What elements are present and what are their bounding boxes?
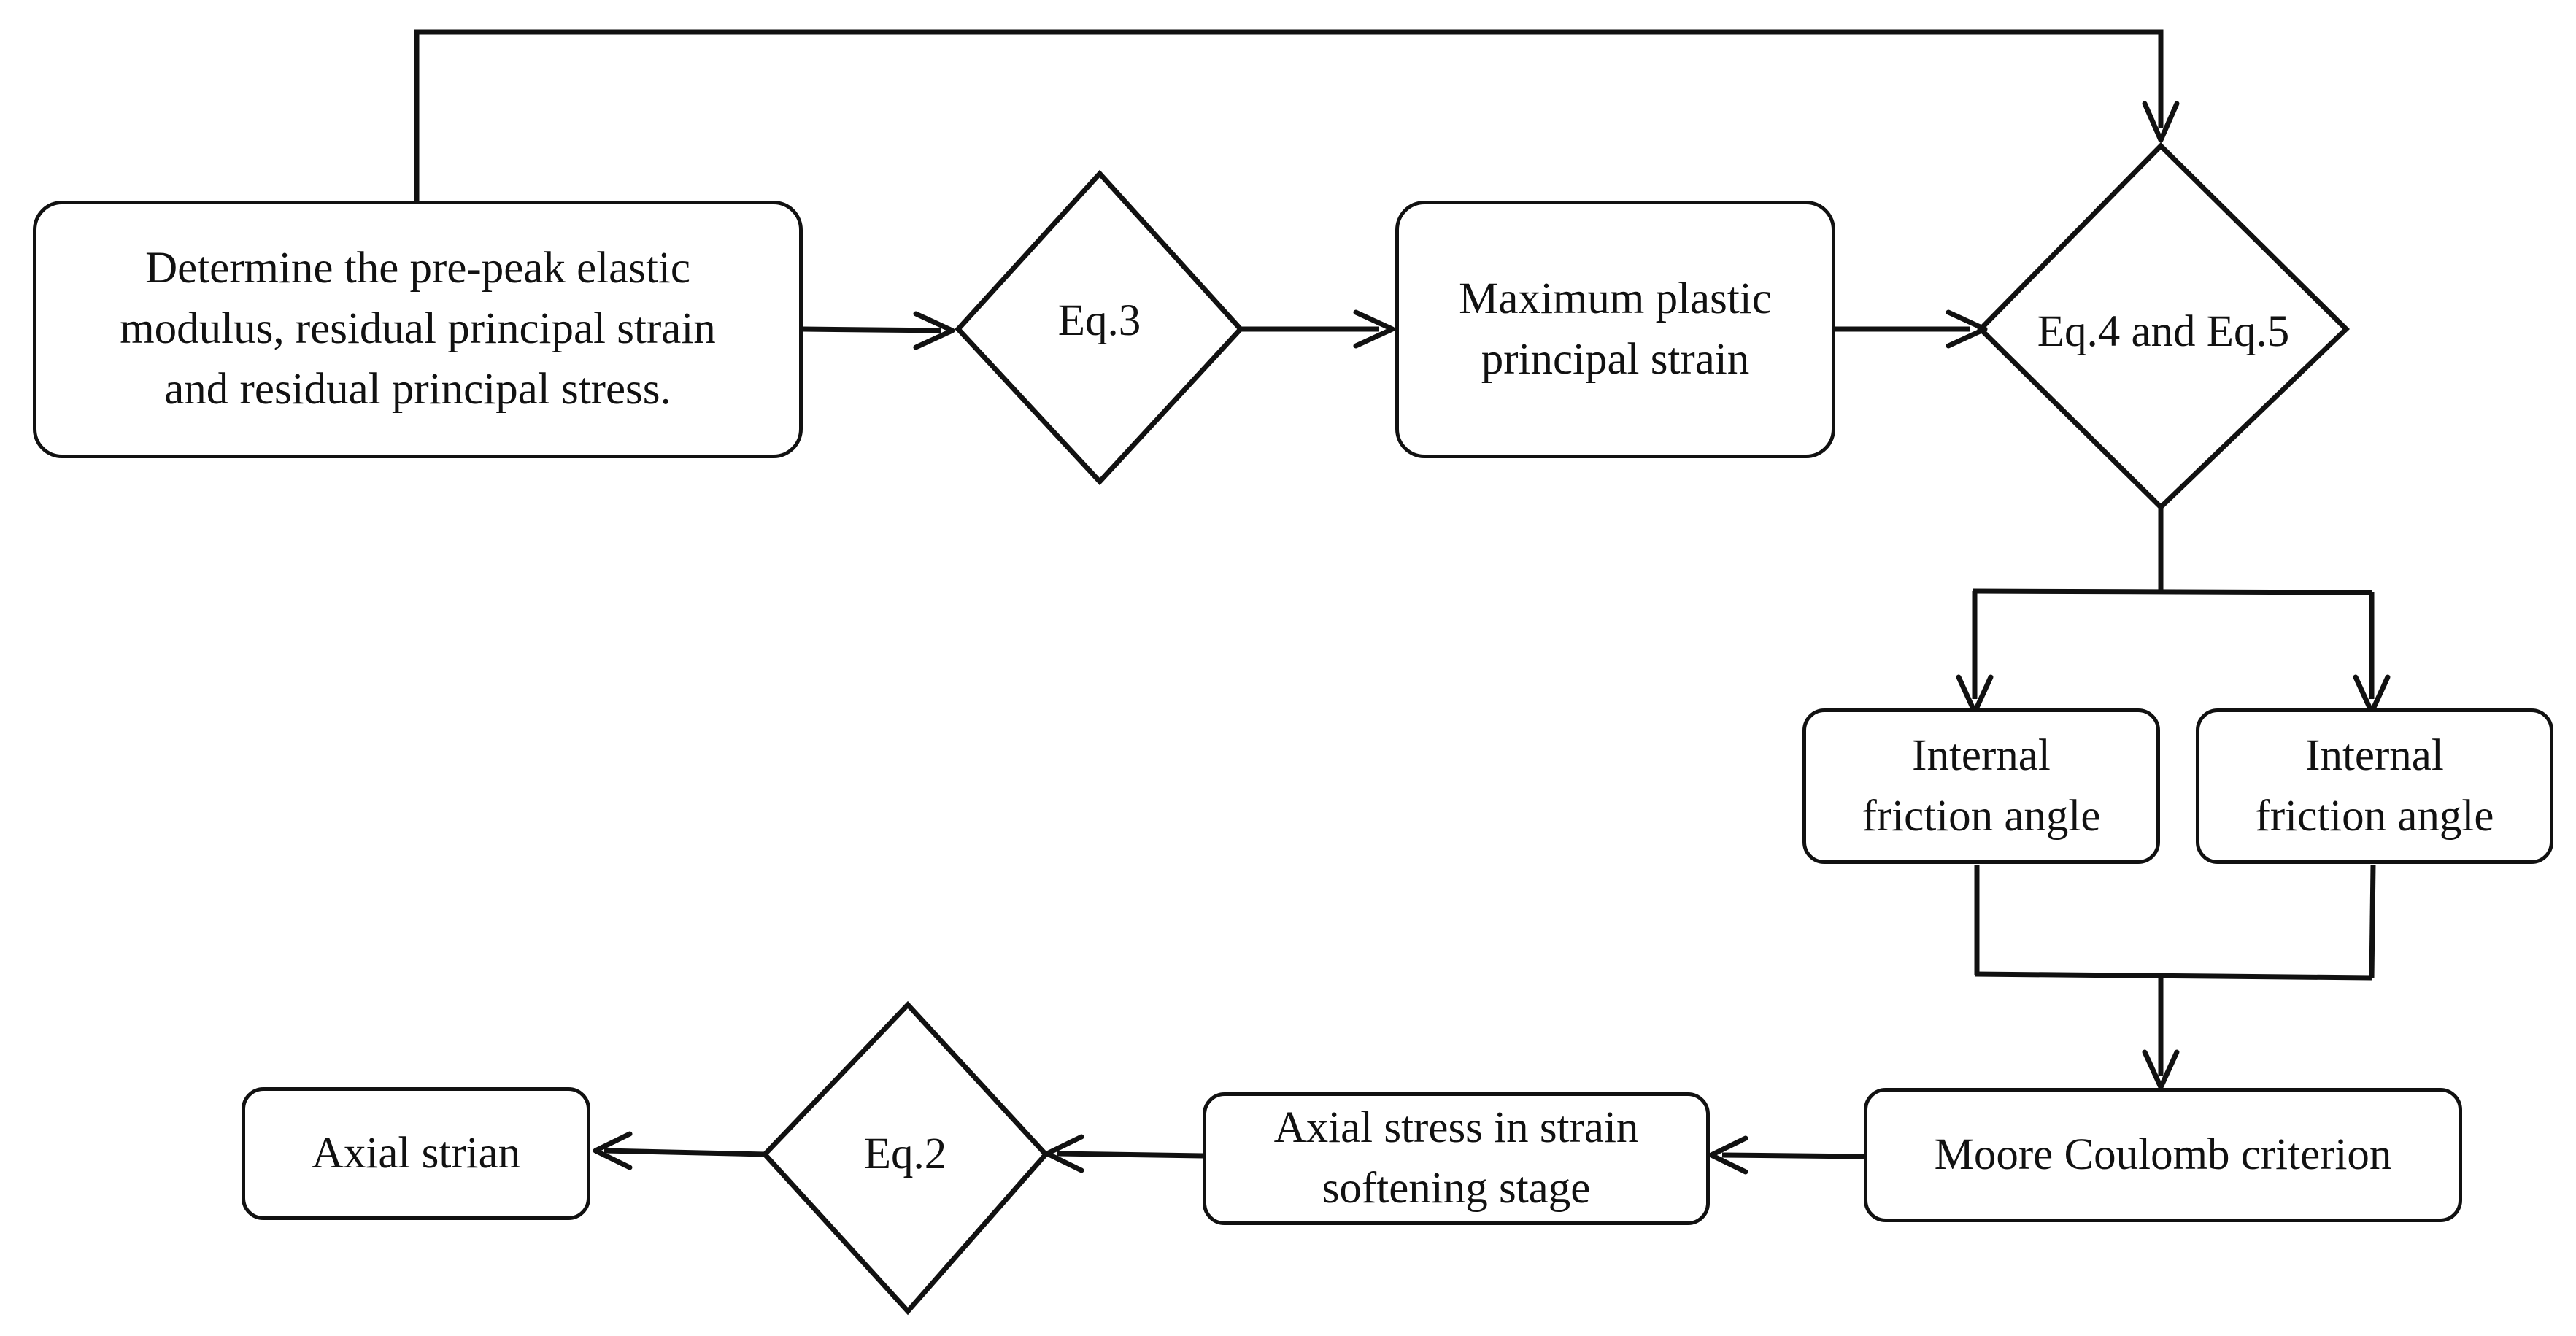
arrowhead-axialstress: [1708, 1135, 1748, 1175]
max-plastic-box: Maximum plastic principal strain: [1395, 201, 1835, 458]
eq2-label: Eq.2: [863, 1130, 947, 1179]
eq45-diamond: [1977, 142, 2351, 511]
eq3-diamond: [955, 169, 1244, 486]
arrowhead-eq3: [913, 311, 955, 350]
max-plastic-label: Maximum plastic principal strain: [1459, 274, 1772, 384]
mohr-coulomb-box: Moore Coulomb criterion: [1864, 1088, 2462, 1222]
friction-left-box: Internal friction angle: [1802, 708, 2160, 864]
arrowhead-maxplastic: [1353, 309, 1395, 349]
eq3-label-wrap: Eq.3: [958, 277, 1241, 365]
connector-mohr-axialstress: [1721, 1152, 1864, 1159]
axial-strain-box: Axial strian: [242, 1087, 590, 1220]
mohr-coulomb-label: Moore Coulomb criterion: [1934, 1130, 2392, 1179]
connector-merge-bar: [1974, 971, 2372, 981]
connector-split-bar: [1972, 588, 2372, 595]
connector-axialstress-eq2: [1056, 1151, 1203, 1159]
eq2-label-wrap: Eq.2: [765, 1111, 1046, 1198]
start-label: Determine the pre-peak elastic modulus, …: [120, 244, 716, 414]
arrowhead-eq2: [1044, 1134, 1084, 1173]
axial-strain-label: Axial strian: [311, 1128, 521, 1178]
arrowhead-axialstrain: [593, 1131, 633, 1170]
connector-eq2-axialstrain: [603, 1148, 766, 1157]
friction-right-box: Internal friction angle: [2196, 708, 2553, 864]
eq2-diamond: [761, 1000, 1049, 1316]
axial-stress-box: Axial stress in strain softening stage: [1203, 1092, 1710, 1225]
connector-start-eq3: [802, 326, 942, 333]
friction-left-label: Internal friction angle: [1862, 730, 2101, 841]
connector-merge-right: [2369, 864, 2376, 978]
axial-stress-label: Axial stress in strain softening stage: [1273, 1103, 1639, 1213]
arrowhead-loop: [2142, 101, 2180, 143]
eq3-label: Eq.3: [1057, 296, 1141, 346]
friction-right-label: Internal friction angle: [2255, 730, 2494, 841]
arrowhead-mohr: [2142, 1049, 2180, 1090]
loop-connector: [414, 29, 2164, 201]
arrowhead-eq45: [1946, 309, 1988, 349]
start-box: Determine the pre-peak elastic modulus, …: [33, 201, 803, 458]
eq45-label: Eq.4 and Eq.5: [2037, 307, 2290, 357]
eq45-label-wrap: Eq.4 and Eq.5: [1981, 288, 2346, 376]
